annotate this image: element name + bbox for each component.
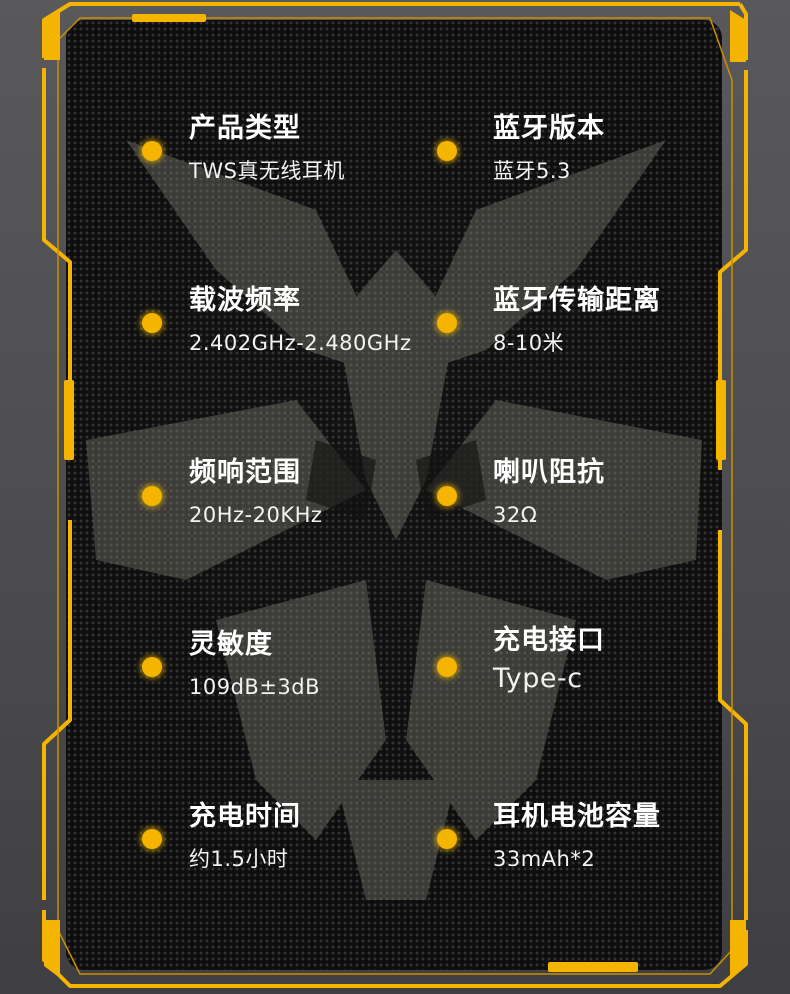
spec-bluetooth-version: 蓝牙版本 蓝牙5.3 [493, 112, 773, 184]
spec-battery-capacity: 耳机电池容量 33mAh*2 [493, 800, 773, 872]
bullet-dot-icon [437, 313, 457, 333]
spec-value: 约1.5小时 [189, 847, 289, 871]
spec-bluetooth-range: 蓝牙传输距离 8-10米 [493, 284, 773, 356]
spec-value: 33mAh*2 [493, 847, 596, 871]
spec-label: 频响范围 [189, 457, 301, 488]
spec-label: 充电时间 [189, 801, 301, 832]
spec-label: 蓝牙传输距离 [493, 285, 661, 316]
bullet-dot-icon [142, 486, 162, 506]
bullet-dot-icon [437, 829, 457, 849]
spec-value: 32Ω [493, 503, 538, 527]
spec-charging-port: 充电接口 Type-c [493, 624, 773, 692]
spec-sensitivity: 灵敏度 109dB±3dB [189, 628, 469, 700]
bullet-dot-icon [437, 141, 457, 161]
spec-value: 蓝牙5.3 [493, 159, 571, 183]
spec-label: 产品类型 [189, 113, 301, 144]
bullet-dot-icon [437, 486, 457, 506]
bullet-dot-icon [142, 829, 162, 849]
bullet-dot-icon [142, 141, 162, 161]
spec-label: 灵敏度 [189, 629, 273, 660]
spec-label: 喇叭阻抗 [493, 457, 605, 488]
spec-value: Type-c [493, 663, 583, 694]
spec-value: 8-10米 [493, 331, 565, 355]
spec-label: 蓝牙版本 [493, 113, 605, 144]
spec-frequency-response: 频响范围 20Hz-20KHz [189, 456, 469, 528]
spec-label: 充电接口 [493, 625, 605, 656]
spec-value: TWS真无线耳机 [189, 159, 345, 183]
spec-charging-time: 充电时间 约1.5小时 [189, 800, 469, 872]
spec-speaker-impedance: 喇叭阻抗 32Ω [493, 456, 773, 528]
spec-value: 109dB±3dB [189, 675, 321, 699]
spec-product-type: 产品类型 TWS真无线耳机 [189, 112, 469, 184]
spec-value: 20Hz-20KHz [189, 503, 323, 527]
bullet-dot-icon [142, 313, 162, 333]
spec-label: 耳机电池容量 [493, 801, 661, 832]
spec-value: 2.402GHz-2.480GHz [189, 331, 412, 355]
spec-carrier-frequency: 载波频率 2.402GHz-2.480GHz [189, 284, 469, 356]
bullet-dot-icon [142, 657, 162, 677]
bullet-dot-icon [437, 657, 457, 677]
spec-label: 载波频率 [189, 285, 301, 316]
